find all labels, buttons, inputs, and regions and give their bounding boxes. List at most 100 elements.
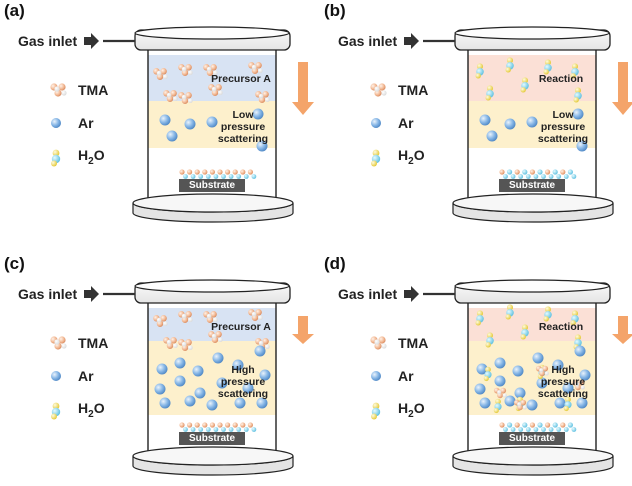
tma-atom xyxy=(218,337,223,343)
flow-arrow-icon xyxy=(292,62,314,115)
surface-atom xyxy=(243,427,249,432)
ar-icon xyxy=(51,371,61,381)
h2o-atom xyxy=(475,73,481,79)
tma-molecule xyxy=(208,331,223,343)
zone-label-top: Precursor A xyxy=(211,321,271,333)
tma-atom xyxy=(258,68,263,74)
h2o-atom xyxy=(570,320,576,326)
surface-atom xyxy=(503,427,508,432)
tma-atom xyxy=(188,317,193,323)
h2o-atom xyxy=(543,316,549,322)
h2o-atom xyxy=(51,413,57,420)
h2o-molecule xyxy=(371,402,381,420)
legend-row-ar: Ar xyxy=(48,113,94,133)
surface-atom xyxy=(541,427,546,432)
h2o-molecule xyxy=(573,87,582,103)
tma-molecule xyxy=(255,91,270,103)
top-lid-rim xyxy=(134,26,290,40)
surface-atom xyxy=(529,169,535,175)
tma-atom xyxy=(188,345,193,351)
h2o-atom xyxy=(574,87,582,94)
h2o-molecule xyxy=(543,306,552,322)
ar-molecule xyxy=(371,118,381,128)
tma-atom xyxy=(539,368,544,373)
tma-atom xyxy=(502,393,507,398)
h2o-atom xyxy=(573,97,579,103)
surface-atom xyxy=(537,169,543,175)
surface-atom xyxy=(190,427,196,432)
ar-molecule xyxy=(574,345,586,357)
h2o-atom xyxy=(544,59,552,66)
ar-icon xyxy=(51,118,61,128)
h2o-molecule xyxy=(570,310,579,326)
surface-atom xyxy=(518,427,524,432)
h2o-atom xyxy=(476,310,484,317)
legend-label-h2o: H2O xyxy=(398,400,425,420)
h2o-atom xyxy=(371,413,377,420)
legend-row-h2o: H2O xyxy=(368,146,425,168)
h2o-atom xyxy=(571,310,579,317)
surface-atom xyxy=(198,427,204,432)
ar-molecule xyxy=(576,397,588,409)
tma-atom xyxy=(185,311,192,318)
panel-2 xyxy=(404,26,632,223)
ar-molecule xyxy=(494,357,506,369)
bottom-base-rim xyxy=(132,446,294,466)
h2o-atom xyxy=(476,63,484,70)
surface-atom xyxy=(187,169,193,175)
surface-atom xyxy=(221,174,226,179)
surface-atom xyxy=(183,174,188,179)
surface-atom xyxy=(533,174,539,179)
h2o-atom xyxy=(571,63,579,70)
tma-atom xyxy=(213,70,218,76)
tma-atom xyxy=(188,98,193,104)
legend-row-h2o: H2O xyxy=(48,146,105,168)
surface-atom xyxy=(560,422,566,428)
bottom-base-rim xyxy=(452,193,614,213)
surface-atom xyxy=(247,422,253,428)
tma-atom xyxy=(542,365,549,372)
substrate-label: Substrate xyxy=(188,180,236,191)
h2o-icon xyxy=(371,402,381,420)
legend-row-h2o: H2O xyxy=(368,399,425,421)
tma-atom xyxy=(156,317,162,323)
legend-label-ar: Ar xyxy=(78,115,94,131)
surface-atom xyxy=(556,427,562,432)
tma-atom xyxy=(262,338,269,345)
ar-molecule xyxy=(212,352,224,364)
tma-atom xyxy=(185,339,192,346)
tma-atom xyxy=(258,93,264,99)
ar-molecule xyxy=(154,383,166,395)
gas-inlet-label: Gas inlet xyxy=(18,33,78,49)
surface-atom xyxy=(198,174,204,179)
tma-molecule xyxy=(513,399,527,411)
h2o-atom xyxy=(543,69,549,75)
tma-atom xyxy=(54,339,60,345)
gas-inlet-label: Gas inlet xyxy=(338,286,398,302)
zone-label-top: Reaction xyxy=(538,321,584,333)
ar-molecule xyxy=(486,130,498,142)
tma-molecule xyxy=(178,64,193,76)
ar-molecule xyxy=(254,345,266,357)
tma-molecule xyxy=(248,309,263,321)
surface-atom xyxy=(545,169,551,175)
h2o-molecule xyxy=(493,398,502,414)
tma-atom xyxy=(156,70,162,76)
surface-atom xyxy=(232,169,238,175)
tma-atom xyxy=(255,62,262,69)
tma-atom xyxy=(580,385,585,390)
h2o-icon xyxy=(51,402,61,420)
tma-atom xyxy=(166,339,172,345)
h2o-atom xyxy=(52,149,60,157)
ar-molecule xyxy=(206,116,218,128)
h2o-atom xyxy=(371,160,377,167)
tma-atom xyxy=(211,86,217,92)
legend-row-tma: TMA xyxy=(48,80,108,100)
legend-row-tma: TMA xyxy=(368,333,428,353)
ar-molecule xyxy=(159,397,171,409)
surface-atom xyxy=(179,169,185,175)
zone-label-line: scattering xyxy=(537,133,589,145)
tma-atom xyxy=(522,405,527,410)
surface-atom xyxy=(190,174,196,179)
